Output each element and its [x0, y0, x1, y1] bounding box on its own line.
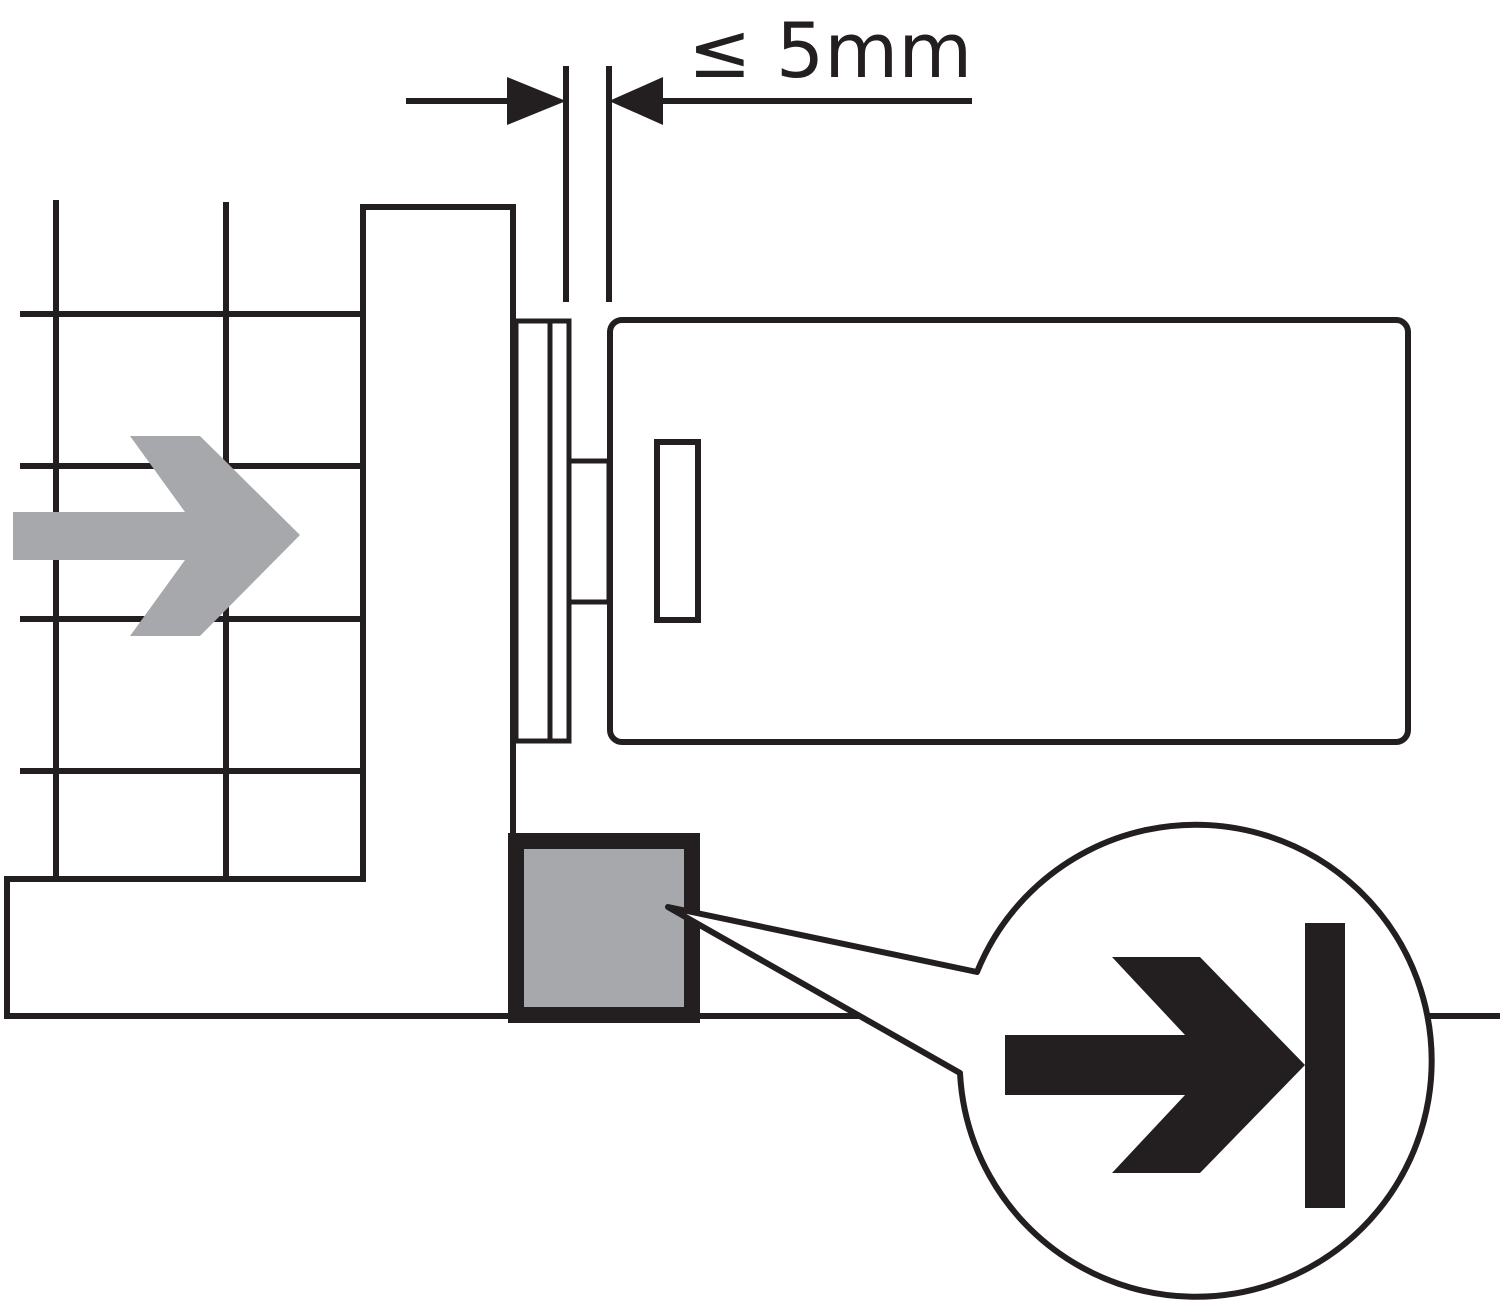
l-profile — [4, 204, 516, 1019]
dimension-arrowhead-right — [609, 77, 663, 125]
dimension-arrowhead-left — [507, 77, 566, 125]
right-arrow-icon — [13, 436, 300, 636]
panel-body — [607, 317, 1411, 745]
push-arrow — [13, 436, 300, 636]
stop-arrow-shape — [1005, 957, 1305, 1173]
mounting-plate — [513, 318, 612, 744]
highlight-block — [508, 833, 700, 1023]
connector-stub — [566, 458, 612, 605]
dimension-label: ≤ 5mm — [688, 6, 972, 95]
dimension-marker — [406, 66, 972, 302]
detail-callout — [665, 821, 1435, 1300]
stop-bar — [1305, 923, 1345, 1208]
panel-slot — [654, 439, 701, 623]
mounting-plate-outer — [513, 318, 572, 744]
arrow-to-stop-icon — [1005, 923, 1345, 1208]
